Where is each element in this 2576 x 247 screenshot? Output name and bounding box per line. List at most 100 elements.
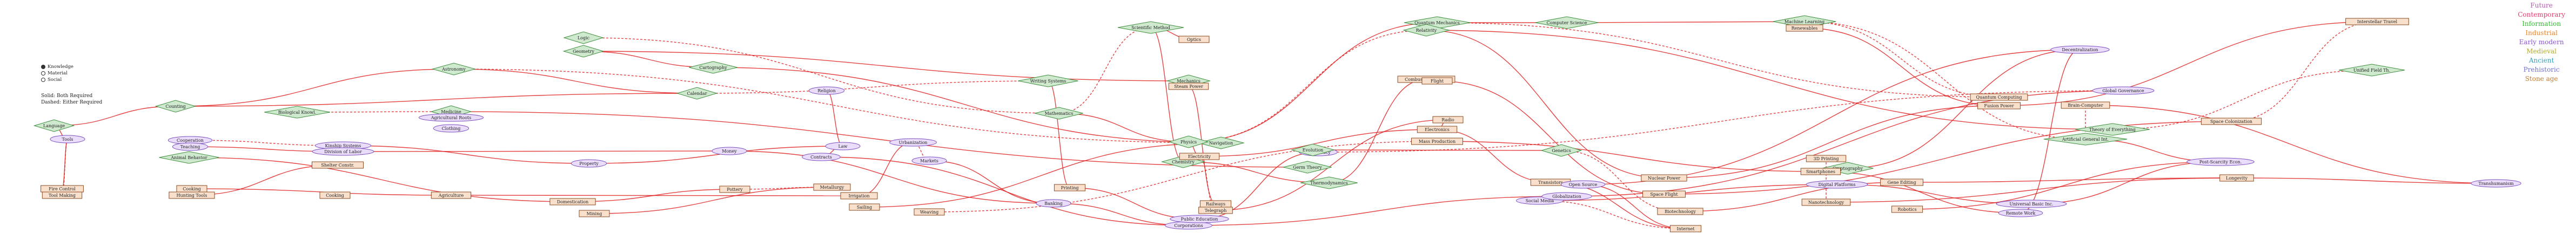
dependency-edge [62, 139, 68, 189]
node-shape [2219, 174, 2254, 182]
era-label: Ancient [2528, 57, 2554, 64]
node-label: Agriculture [438, 193, 464, 198]
node-label: Unified Field Th. [2353, 68, 2390, 73]
legend-hollow-dot-icon [41, 71, 45, 76]
node-transistors: Transistors [1530, 179, 1571, 186]
dependency-edge [190, 140, 344, 146]
node-pottery: Pottery [719, 186, 750, 193]
node-shape [264, 106, 330, 119]
node-label: Mining [587, 211, 602, 216]
legend-label: Social [48, 77, 62, 83]
legend-label: Material [48, 71, 68, 76]
node-theory-of-everything: Theory of Everything [2075, 123, 2150, 136]
node-shape [1168, 83, 1209, 90]
node-shape [1880, 179, 1923, 186]
node-geometry: Geometry [562, 45, 605, 58]
node-label: Mass Production [1419, 139, 1455, 144]
node-shape [42, 191, 83, 199]
node-markets: Markets [911, 156, 947, 165]
node-cooking: Cooking [176, 185, 207, 193]
node-teaching: Teaching [172, 142, 209, 151]
node-shape [914, 208, 945, 216]
node-shelter-construction: Shelter Constr. [312, 161, 364, 169]
node-logic: Logic [563, 31, 604, 44]
shape-legend: Knowledge Material Social Solid: Both Re… [41, 64, 102, 106]
dependency-edge [1566, 21, 1805, 23]
node-label: Mechanics [1177, 79, 1200, 84]
dependency-edge [1826, 177, 2237, 203]
node-label: Irrigation [849, 194, 870, 198]
node-sailing: Sailing [849, 203, 880, 211]
dependency-edge [1188, 196, 1567, 226]
dependency-edge [53, 106, 176, 126]
node-mathematics: Mathematics [1035, 107, 1083, 120]
dependency-edge [1663, 105, 2000, 179]
node-label: Kinship Systems [325, 143, 361, 148]
node-label: Contracts [810, 155, 832, 160]
node-label: Banking [1044, 201, 1062, 206]
node-label: Geometry [573, 49, 594, 54]
dependency-edge [729, 150, 1054, 204]
node-3d-printing: 3D Printing [1806, 155, 1847, 162]
dependency-edge [1998, 21, 2378, 106]
node-post-scarcity: Post-Scarcity Econ. [2186, 157, 2255, 166]
node-shape [676, 87, 718, 100]
node-shape [1970, 93, 2028, 101]
node-agriculture: Agriculture [431, 191, 472, 199]
dependency-edge [583, 51, 1189, 81]
node-label: Religion [817, 88, 836, 93]
dependency-edge [2085, 105, 2497, 184]
node-label: Germ Theory [1293, 165, 1322, 170]
node-label: Clothing [442, 126, 461, 131]
legend-item-social: Social [41, 77, 102, 83]
node-label: Property [579, 161, 599, 166]
node-shape [2075, 123, 2150, 136]
node-shape [431, 63, 477, 76]
node-label: Smartphones [1806, 169, 1835, 174]
node-digital-platforms: Digital Platforms [1806, 180, 1868, 189]
node-shape [840, 192, 878, 200]
node-weaving: Weaving [914, 208, 945, 216]
node-shape [1642, 190, 1686, 198]
node-label: Navigation [1209, 141, 1233, 146]
node-label: Tools [62, 137, 73, 142]
node-decentralization: Decentralization [2050, 45, 2110, 54]
node-printing: Printing [1054, 184, 1086, 191]
node-label: Chemistry [1172, 160, 1195, 164]
node-label: Biotechnology [1665, 209, 1696, 214]
node-cooking2: Cooking [319, 191, 351, 199]
node-computer-science: Computer Science [1535, 16, 1599, 29]
node-space-colonization: Space Colonization [2201, 118, 2262, 125]
node-writing-systems: Writing Systems [1018, 74, 1078, 87]
node-label: Pottery [727, 187, 743, 192]
node-shape [433, 124, 469, 133]
node-shape [1998, 209, 2043, 217]
node-label: Global Governance [2102, 88, 2144, 93]
node-shape [319, 191, 351, 199]
dependency-edge [175, 68, 454, 107]
node-label: Decentralization [2062, 47, 2098, 52]
node-label: Biological Knowl. [278, 110, 317, 115]
node-label: Cooperation [177, 138, 204, 143]
node-shape [418, 113, 484, 122]
node-label: Electronics [1425, 127, 1450, 132]
node-label: Social Media [1526, 198, 1554, 203]
node-shape [2201, 118, 2262, 125]
node-cartography: Cartography [689, 61, 737, 74]
node-shape [911, 156, 947, 165]
node-shape [562, 45, 605, 58]
node-label: Space Colonization [2210, 119, 2252, 124]
node-label: 3D Printing [1813, 156, 1839, 161]
node-steam-power: Steam Power [1168, 83, 1209, 90]
node-shape [1197, 136, 1245, 149]
legend-note-dashed: Dashed: Either Required [41, 100, 103, 105]
node-shape [1118, 21, 1184, 34]
node-label: Telegraph [1205, 208, 1227, 213]
node-shape [33, 119, 75, 132]
node-label: Digital Platforms [1819, 182, 1856, 187]
node-label: Gene Editing [1887, 180, 1916, 185]
node-division-of-labor: Division of Labor [312, 147, 374, 156]
node-shape [1054, 184, 1086, 191]
node-label: Fusion Power [1984, 104, 2014, 108]
